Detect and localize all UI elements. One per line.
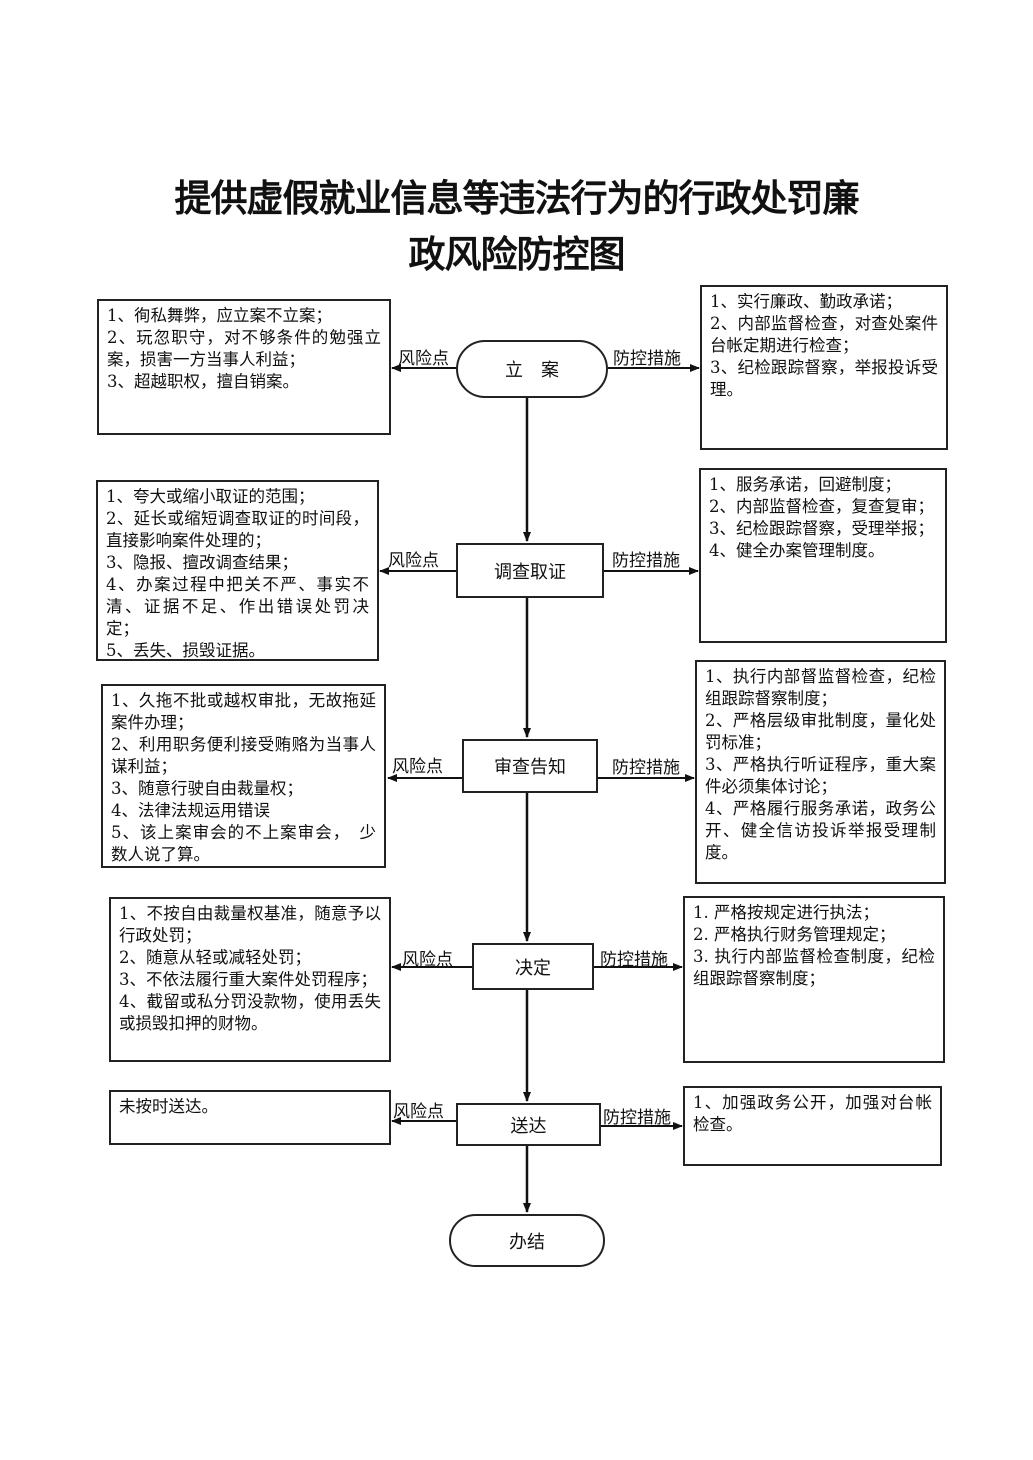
diagram-title-line1: 提供虚假就业信息等违法行为的行政处罚廉	[174, 177, 860, 220]
list-item: 2、随意从轻或减轻处罚；	[119, 948, 311, 967]
list-item: 4、办案过程中把关不严、事实不清、证据不足、作出错误处罚决定；	[106, 575, 369, 638]
node-review-notice: 审查告知	[462, 739, 598, 793]
list-item: 1、加强政务公开，加强对台帐检查。	[693, 1093, 932, 1134]
control-list: 1、实行廉政、勤政承诺； 2、内部监督检查，对查处案件台帐定期进行检查；3、纪检跟…	[702, 287, 946, 405]
control-box-delivery: 1、加强政务公开，加强对台帐检查。	[683, 1086, 942, 1166]
control-box-review: 1、执行内部督监督检查，纪检组跟踪督察制度；2、严格层级审批制度，量化处罚标准；…	[695, 660, 946, 884]
list-item: 3、隐报、擅改调查结果；	[106, 553, 298, 572]
control-label-5: 防控措施	[603, 1108, 671, 1128]
risk-label-3: 风险点	[392, 757, 443, 777]
risk-label-5: 风险点	[393, 1102, 444, 1122]
list-item: 4、截留或私分罚没款物，使用丢失或损毁扣押的财物。	[119, 992, 381, 1033]
node-filing: 立 案	[456, 340, 608, 398]
list-item: 2、内部监督检查，复查复审；	[709, 497, 934, 516]
list-item: 2、内部监督检查，对查处案件台帐定期进行检查；	[710, 314, 938, 355]
control-box-decision: 1. 严格按规定进行执法； 2. 严格执行财务管理规定； 3. 执行内部监督检查制度…	[683, 896, 945, 1063]
risk-list: 未按时送达。	[111, 1092, 389, 1122]
control-list: 1、服务承诺，回避制度； 2、内部监督检查，复查复审； 3、纪检跟踪督察，受理举报；…	[701, 470, 945, 566]
control-box-filing: 1、实行廉政、勤政承诺； 2、内部监督检查，对查处案件台帐定期进行检查；3、纪检跟…	[700, 285, 948, 450]
list-item: 4、法律法规运用错误	[111, 801, 270, 820]
risk-label-1: 风险点	[398, 349, 449, 369]
list-item: 2. 严格执行财务管理规定；	[693, 925, 896, 944]
list-item: 3. 执行内部监督检查制度，纪检组跟踪督察制度；	[693, 947, 935, 988]
control-list: 1、执行内部督监督检查，纪检组跟踪督察制度；2、严格层级审批制度，量化处罚标准；…	[697, 662, 944, 868]
risk-box-delivery: 未按时送达。	[109, 1090, 391, 1145]
list-item: 3、超越职权，擅自销案。	[107, 372, 299, 391]
node-decision: 决定	[472, 943, 594, 990]
list-item: 4、严格履行服务承诺，政务公开、健全信访投诉举报受理制度。	[705, 799, 936, 862]
list-item: 4、健全办案管理制度。	[709, 541, 885, 560]
list-item: 1、执行内部督监督检查，纪检组跟踪督察制度；	[705, 667, 936, 708]
risk-label-4: 风险点	[402, 950, 453, 970]
list-item: 5、该上案审会的不上案审会， 少数人说了算。	[111, 823, 376, 864]
list-item: 3、纪检跟踪督察，受理举报；	[709, 519, 934, 538]
risk-list: 1、夸大或缩小取证的范围； 2、延长或缩短调查取证的时间段，直接影响案件处理的； 3…	[98, 482, 377, 666]
control-label-4: 防控措施	[600, 950, 668, 970]
list-item: 1、夸大或缩小取证的范围；	[106, 487, 315, 506]
diagram-title-line2: 政风险防控图	[408, 233, 626, 276]
risk-box-filing: 1、徇私舞弊，应立案不立案； 2、玩忽职守，对不够条件的勉强立案，损害一方当事人利…	[97, 299, 391, 435]
list-item: 1、徇私舞弊，应立案不立案；	[107, 306, 332, 325]
list-item: 2、利用职务便利接受贿赂为当事人谋利益；	[111, 735, 376, 776]
list-item: 3、严格执行听证程序，重大案件必须集体讨论；	[705, 755, 936, 796]
list-item: 2、严格层级审批制度，量化处罚标准；	[705, 711, 936, 752]
node-delivery: 送达	[456, 1103, 601, 1146]
node-investigation: 调查取证	[456, 543, 604, 598]
node-closed: 办结	[449, 1214, 605, 1267]
list-item: 2、玩忽职守，对不够条件的勉强立案，损害一方当事人利益；	[107, 328, 381, 369]
risk-list: 1、久拖不批或越权审批，无故拖延案件办理；2、利用职务便利接受贿赂为当事人谋利益…	[103, 686, 384, 870]
risk-label-2: 风险点	[388, 551, 439, 571]
list-item: 3、纪检跟踪督察，举报投诉受理。	[710, 358, 938, 399]
control-label-1: 防控措施	[613, 349, 681, 369]
list-item: 3、随意行驶自由裁量权；	[111, 779, 303, 798]
risk-box-investigation: 1、夸大或缩小取证的范围； 2、延长或缩短调查取证的时间段，直接影响案件处理的； 3…	[96, 480, 379, 661]
list-item: 1. 严格按规定进行执法；	[693, 903, 879, 922]
risk-list: 1、不按自由裁量权基准，随意予以行政处罚； 2、随意从轻或减轻处罚； 3、不依法履行…	[111, 899, 389, 1039]
control-label-2: 防控措施	[612, 551, 680, 571]
list-item: 2、延长或缩短调查取证的时间段，直接影响案件处理的；	[106, 509, 369, 550]
risk-list: 1、徇私舞弊，应立案不立案； 2、玩忽职守，对不够条件的勉强立案，损害一方当事人利…	[99, 301, 389, 397]
list-item: 1、不按自由裁量权基准，随意予以行政处罚；	[119, 904, 381, 945]
list-item: 1、实行廉政、勤政承诺；	[710, 292, 902, 311]
list-item: 5、丢失、损毁证据。	[106, 641, 265, 660]
list-item: 1、久拖不批或越权审批，无故拖延案件办理；	[111, 691, 376, 732]
list-item: 未按时送达。	[119, 1097, 218, 1116]
risk-box-decision: 1、不按自由裁量权基准，随意予以行政处罚； 2、随意从轻或减轻处罚； 3、不依法履行…	[109, 897, 391, 1062]
control-list: 1、加强政务公开，加强对台帐检查。	[685, 1088, 940, 1140]
risk-box-review: 1、久拖不批或越权审批，无故拖延案件办理；2、利用职务便利接受贿赂为当事人谋利益…	[101, 684, 386, 868]
control-box-investigation: 1、服务承诺，回避制度； 2、内部监督检查，复查复审； 3、纪检跟踪督察，受理举报；…	[699, 468, 947, 643]
list-item: 1、服务承诺，回避制度；	[709, 475, 901, 494]
list-item: 3、不依法履行重大案件处罚程序；	[119, 970, 377, 989]
control-label-3: 防控措施	[612, 758, 680, 778]
control-list: 1. 严格按规定进行执法； 2. 严格执行财务管理规定； 3. 执行内部监督检查制度…	[685, 898, 943, 994]
